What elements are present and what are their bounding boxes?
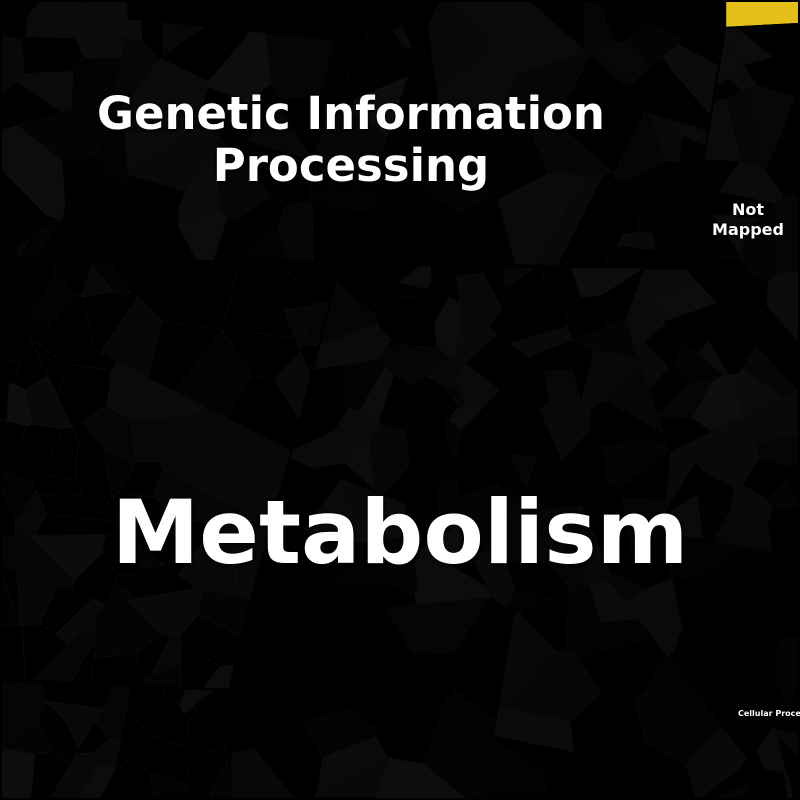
metabolism-brown-subcell [373,698,446,765]
metabolism-brown-subcell [538,403,591,461]
genetic-information-processing-subcell [616,231,656,250]
genetic-information-processing-subcell [366,29,403,47]
metabolism-yellow-subcell [127,587,202,637]
region-border [0,678,232,800]
metabolism-brown-subcell [414,549,456,588]
metabolism-brown-subcell [446,381,467,409]
metabolism-yellow-subcell [106,491,182,525]
genetic-information-processing-subcell [619,6,649,44]
metabolism-brown-subcell [312,754,390,800]
genetic-information-processing-subcell [218,132,292,191]
metabolism-brown-subcell [667,652,708,709]
genetic-information-processing-subcell [126,0,317,37]
metabolism-lower-subcell [0,747,35,800]
metabolism-brown-subcell [392,652,456,704]
genetic-information-processing-subcell [0,0,41,18]
metabolism-brown-subcell [462,484,520,528]
metabolism-yellow-subcell [283,306,311,347]
metabolism-yellow-subcell [0,625,26,682]
metabolism-brown-subcell [773,634,800,708]
metabolism-brown-subcell [381,465,441,519]
genetic-information-processing-subcell [75,0,128,59]
genetic-information-processing-subcell [212,136,273,220]
metabolism-brown-subcell [605,361,664,433]
genetic-information-processing-subcell [20,36,84,74]
cellular-processes-subcell [784,773,793,800]
genetic-information-processing-subcell [398,170,491,212]
metabolism-brown-subcell [729,484,773,525]
metabolism-yellow-subcell [91,653,147,687]
metabolism-lower-subcell [78,766,116,800]
metabolism-lower-subcell [185,707,227,758]
not-mapped-subcell [718,161,784,204]
metabolism-yellow-subcell [75,440,119,526]
genetic-information-processing-subcell [311,203,387,264]
metabolism-yellow-subcell [80,614,97,638]
genetic-information-processing-subcell [161,26,251,82]
genetic-information-processing-subcell [279,97,331,160]
metabolism-brown-subcell [786,460,800,507]
metabolism-yellow-subcell [0,564,21,626]
metabolism-brown-subcell [625,577,683,658]
metabolism-lower-subcell [98,761,155,800]
cellular-processes-subcell [788,774,800,800]
genetic-information-processing-subcell [70,56,112,110]
genetic-information-processing-subcell [121,103,201,167]
region-border [698,688,800,800]
metabolism-brown-subcell [590,411,644,447]
metabolism-yellow-subcell [151,635,182,675]
genetic-information-processing-subcell [0,35,26,95]
genetic-information-processing-subcell [0,0,28,41]
metabolism-yellow-subcell [13,340,49,390]
metabolism-yellow-subcell [24,375,72,430]
metabolism-brown-subcell [691,374,742,432]
genetic-information-processing-subcell [338,0,371,35]
metabolism-yellow-subcell [47,293,95,351]
metabolism-brown-subcell [644,324,684,368]
genetic-information-processing-subcell [17,71,74,113]
metabolism-brown-subcell [314,606,413,665]
region-border [228,262,800,800]
genetic-information-processing-subcell [687,26,706,38]
metabolism-brown-subcell [394,282,450,336]
metabolism-yellow-subcell [148,321,223,392]
metabolism-brown-subcell [573,618,653,658]
metabolism-yellow-subcell [34,514,123,536]
metabolism-yellow-subcell [0,360,21,384]
genetic-information-processing-subcell [307,160,380,214]
metabolism-brown-subcell [767,505,800,558]
region-border [723,0,800,30]
metabolism-yellow-subcell [0,382,10,422]
genetic-information-processing-subcell [652,114,686,163]
metabolism-lower-subcell [93,738,121,769]
metabolism-brown-subcell [622,498,662,546]
metabolism-brown-subcell [565,585,601,653]
metabolism-yellow-subcell [115,573,147,600]
metabolism-brown-subcell [318,736,387,789]
metabolism-brown-subcell [485,498,547,564]
metabolism-yellow-subcell [0,473,37,523]
genetic-information-processing-subcell [479,106,550,200]
genetic-information-processing-subcell [177,156,222,226]
metabolism-brown-subcell [439,391,460,412]
metabolism-brown-subcell [264,525,343,589]
metabolism-brown-subcell [500,650,602,722]
not-mapped-subcell [765,135,800,197]
metabolism-brown-subcell [509,454,537,488]
metabolism-brown-subcell [247,616,308,744]
metabolism-yellow-subcell [38,494,111,521]
metabolism-brown-subcell [423,691,497,800]
not-mapped-subcell [738,208,781,281]
metabolism-brown-subcell [697,341,730,376]
metabolism-brown-subcell [457,362,501,410]
metabolism-brown-subcell [631,495,668,559]
